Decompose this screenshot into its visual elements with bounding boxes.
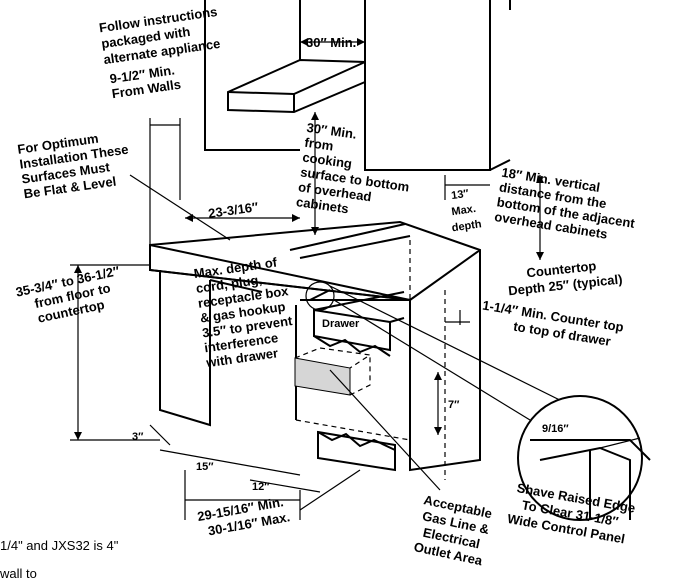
- dim-9-16: 9/16″: [542, 423, 569, 435]
- countertop-label: Countertop Depth 25″ (typical): [508, 258, 624, 298]
- cook-line-2: from: [304, 135, 335, 154]
- range-body: [149, 220, 481, 472]
- detail-circle: [305, 281, 601, 421]
- dim-7: 7″: [448, 399, 460, 411]
- lower-break: [317, 430, 396, 472]
- drawer: Drawer: [313, 291, 405, 357]
- height-label: 35-3/4″ to 36-1/2″ from floor to counter…: [14, 263, 120, 326]
- cook-line-1: 30″ Min.: [306, 120, 358, 142]
- countertop-line-1: Countertop: [526, 258, 597, 280]
- cooking-clearance-label: 30″ Min. from cooking surface to bottom …: [295, 120, 410, 216]
- dim-15: 15″: [196, 461, 214, 473]
- drawer-clearance-label: 1-1/4″ Min. Counter top to top of drawer: [481, 298, 624, 349]
- dim-23-3-16: 23-3/16″: [207, 199, 259, 221]
- drawer-label: Drawer: [322, 318, 360, 330]
- cutoff-text-1: 1/4" and JXS32 is 4": [0, 538, 119, 553]
- max-depth-13-label: 13″ Max. depth: [451, 188, 483, 235]
- cook-line-3: cooking: [302, 150, 353, 172]
- dim-13: 13″: [451, 188, 471, 202]
- overhead-cabinets: [204, 0, 511, 171]
- gas-outlet-label: Acceptable Gas Line & Electrical Outlet …: [412, 492, 493, 568]
- shave-edge-label: Shave Raised Edge To Clear 31-1/8″ Wide …: [506, 480, 636, 546]
- optimum-label: For Optimum Installation These Surfaces …: [16, 131, 129, 202]
- vertical-distance-label: 18″ Min. vertical distance from the bott…: [493, 165, 636, 242]
- cutoff-text-2: wall to: [0, 566, 37, 581]
- depth-text: depth: [451, 218, 483, 234]
- min-30-label: 30″ Min.: [306, 35, 356, 50]
- dim-3: 3″: [132, 431, 144, 443]
- dim-lines: [70, 38, 544, 520]
- follow-instructions-label: Follow instructions packaged with altern…: [98, 4, 221, 67]
- range-hood: [227, 58, 366, 114]
- max-text: Max.: [451, 203, 477, 218]
- cook-line-6: cabinets: [295, 194, 349, 216]
- detail-inset: 9/16″: [517, 395, 651, 521]
- dim-12: 12″: [252, 481, 270, 493]
- walls-label: 9-1/2″ Min. From Walls: [109, 62, 182, 101]
